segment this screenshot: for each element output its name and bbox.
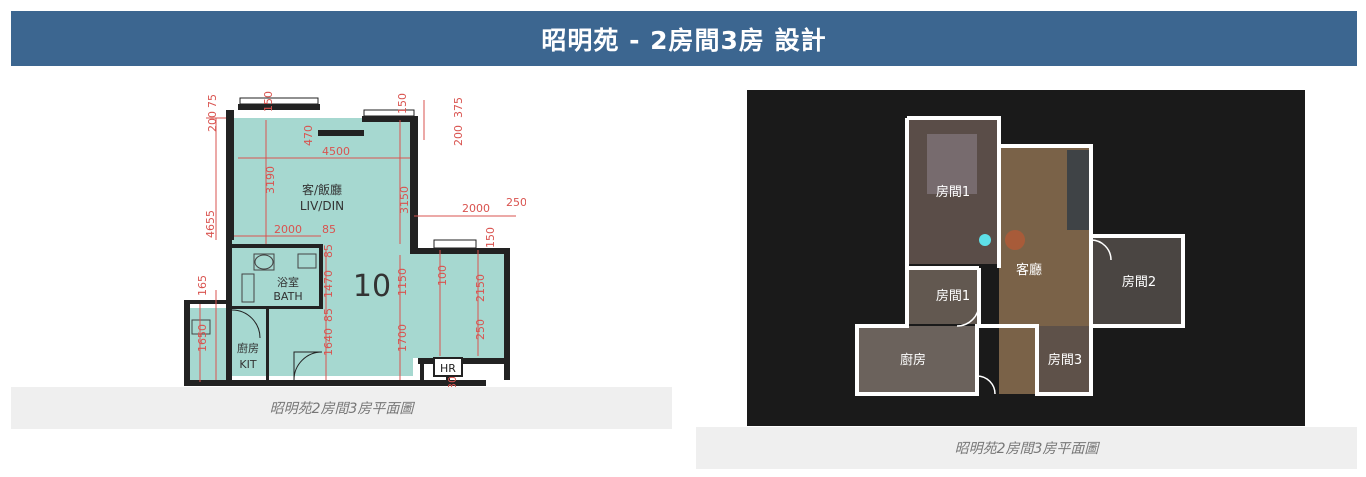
plan-room-labels: 房間1 客廳 房間2 房間1 廚房 房間3 <box>900 184 1156 368</box>
page-title: 昭明苑 - 2房間3房 設計 <box>541 25 827 55</box>
dim-label: 150 <box>484 227 497 248</box>
dim-label: 250 <box>506 196 526 209</box>
dim-label: 1470 <box>322 270 335 298</box>
dim-label: 150 <box>396 93 409 114</box>
door-swings <box>231 309 323 381</box>
dim-label: 470 <box>302 125 315 146</box>
dim-label: 1640 <box>322 328 335 356</box>
dim-label: 30 <box>446 376 459 387</box>
room-label: 房間2 <box>1122 274 1156 290</box>
room-label: 客廳 <box>1016 262 1042 278</box>
figure-caption-right: 昭明苑2房間3房平面圖 <box>696 427 1357 469</box>
room-label: 廚房 <box>900 352 926 368</box>
dim-label: 1700 <box>396 324 409 352</box>
bath-fill <box>231 250 321 306</box>
figure-caption-left: 昭明苑2房間3房平面圖 <box>11 387 672 429</box>
hr-label: HR <box>440 362 456 375</box>
unit-number: 10 <box>353 269 391 304</box>
kit-label-cn: 廚房 <box>237 341 259 355</box>
hr-box <box>433 357 463 377</box>
dim-label: 250 <box>474 319 487 340</box>
floor-plan-drawing: 200 75 150 150 470 200 375 4500 3190 315… <box>184 91 526 387</box>
dim-label: 100 <box>436 265 449 286</box>
dim-label: 1650 <box>196 324 209 352</box>
dimension-lines <box>199 100 516 382</box>
dim-label: 2000 <box>274 223 302 236</box>
dim-label: 200 <box>206 111 219 132</box>
page-header: 昭明苑 - 2房間3房 設計 <box>11 11 1357 66</box>
room-interiors <box>857 118 1183 394</box>
floor-plan-image-left: 200 75 150 150 470 200 375 4500 3190 315… <box>176 90 526 387</box>
dimension-labels: 200 75 150 150 470 200 375 4500 3190 315… <box>196 91 526 387</box>
dim-label: 150 <box>262 91 275 112</box>
bath-label-en: BATH <box>273 290 302 303</box>
dim-label: 85 <box>322 223 336 236</box>
room-label: 房間1 <box>936 184 970 200</box>
plan-walls <box>855 116 1185 396</box>
bath-label-cn: 浴室 <box>277 275 299 289</box>
dim-label: 85 <box>322 244 335 258</box>
dim-label: 4655 <box>204 210 217 238</box>
dim-label: 165 <box>196 275 209 296</box>
kit-label-en: KIT <box>239 358 256 371</box>
living-label-cn: 客/飯廳 <box>302 182 342 197</box>
room-label: 房間3 <box>1048 352 1082 368</box>
dim-label: 2000 <box>462 202 490 215</box>
side-area-fill <box>413 248 505 358</box>
dim-label: 375 <box>452 97 465 118</box>
dim-label: 3150 <box>398 186 411 214</box>
dim-label: 85 <box>322 308 335 322</box>
dim-label: 4500 <box>322 145 350 158</box>
living-label-en: LIV/DIN <box>300 199 344 213</box>
room-labels: 客/飯廳 LIV/DIN 浴室 BATH 廚房 KIT 10 <box>237 182 391 371</box>
dim-label: 200 <box>452 125 465 146</box>
fixtures <box>191 253 317 335</box>
windows <box>239 97 477 249</box>
3d-floor-plan-drawing: 房間1 客廳 房間2 房間1 廚房 房間3 <box>747 90 1305 426</box>
dim-label: 3190 <box>264 166 277 194</box>
plan-door-arcs <box>956 239 1112 395</box>
room-label: 房間1 <box>936 288 970 304</box>
dim-label: 2150 <box>474 274 487 302</box>
dim-label: 1150 <box>396 268 409 296</box>
dim-label: 75 <box>206 94 219 108</box>
floor-plan-image-right: 房間1 客廳 房間2 房間1 廚房 房間3 <box>747 90 1305 426</box>
